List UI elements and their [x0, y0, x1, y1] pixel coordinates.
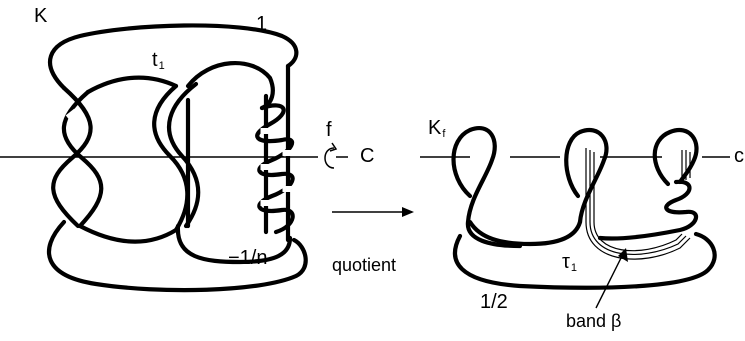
right-right-hook	[652, 128, 699, 187]
left-twist-strand-a	[51, 85, 93, 229]
left-rotation-label: f	[326, 119, 332, 141]
tangle-t1-loop	[185, 60, 275, 111]
right-axis-label: c	[734, 145, 744, 167]
band-pointer-arrowhead-icon	[618, 248, 628, 262]
right-tangle-label: τ1	[562, 252, 577, 274]
left-surgery-label: −1/n	[228, 247, 268, 269]
right-coil	[597, 179, 698, 241]
left-tangle-sub: 1	[158, 60, 165, 72]
left-axis-label: C	[360, 145, 375, 167]
middle-twist-strand-b	[166, 81, 201, 229]
tangle-t1-lower	[175, 223, 293, 265]
band-beta	[585, 148, 691, 260]
outer-loop-top	[47, 23, 299, 91]
quotient-arrowhead-icon	[402, 207, 414, 217]
left-knot-diagram	[0, 23, 348, 293]
band-pointer-line	[595, 251, 625, 309]
quotient-label: quotient	[332, 255, 397, 275]
right-tangle-sub: 1	[570, 262, 578, 274]
right-framing-label: 1/2	[480, 291, 508, 313]
right-left-hook	[451, 126, 523, 249]
right-knot-sub: f	[442, 128, 446, 140]
right-bottom-loop	[453, 231, 717, 290]
quotient-arrow	[332, 207, 414, 217]
band-line-2	[589, 150, 687, 255]
left-knot-label: K	[34, 5, 48, 27]
left-crossing-gap	[65, 108, 83, 126]
left-tangle-label: t1	[152, 50, 165, 72]
right-knot-letter: K	[428, 117, 442, 139]
band-line-1	[585, 148, 691, 260]
right-tangle-letter: τ	[562, 251, 570, 273]
left-tangle-letter: t	[152, 49, 158, 71]
right-knot-diagram	[420, 126, 730, 309]
band-beta-label: band β	[566, 311, 622, 331]
rotation-arrow-icon	[324, 147, 335, 169]
rotation-arrowhead-icon	[329, 142, 338, 152]
inner-arc-top	[85, 75, 179, 95]
outer-loop-bottom	[46, 219, 308, 293]
right-knot-label: Kf	[428, 118, 445, 140]
left-twist-label: 1	[256, 13, 268, 35]
band-line-3	[593, 152, 683, 252]
right-bottom-inner	[467, 219, 583, 247]
inner-arc-bottom	[77, 223, 179, 244]
